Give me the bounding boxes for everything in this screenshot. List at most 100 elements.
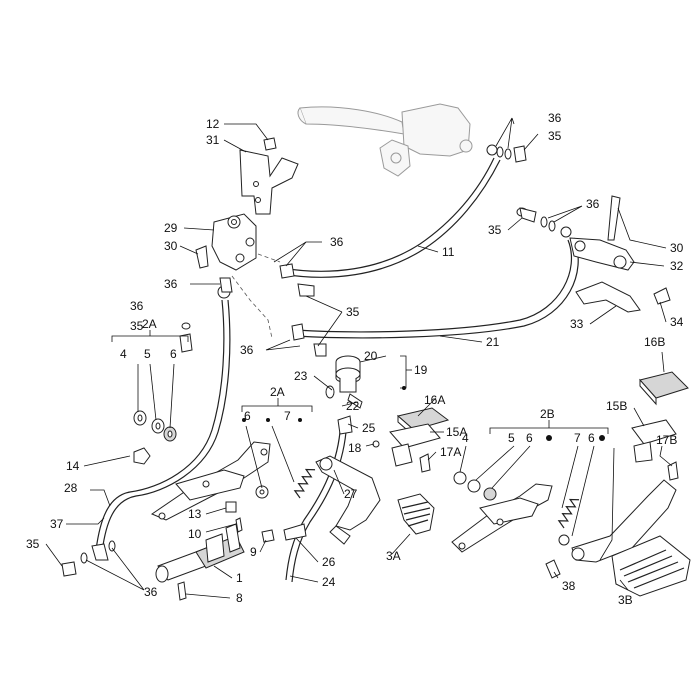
- group-bracket-19: [400, 355, 412, 390]
- banjo-bolt-35-left: [179, 333, 193, 353]
- callout-36-b: 36: [164, 277, 178, 291]
- callout-3B: 3B: [618, 593, 633, 607]
- distributor-valve-29: [195, 213, 257, 271]
- dot-7a: [266, 418, 270, 422]
- callout-labels: 12 31 29 30 36 36 35 36 35 11 36 35 35 3…: [26, 111, 684, 607]
- reservoir-20: [325, 355, 363, 409]
- bracket-31: [239, 137, 299, 215]
- callout-16A: 16A: [424, 393, 445, 407]
- pedal-rubber-3A: [397, 493, 435, 535]
- pad-15A: [389, 423, 441, 449]
- actuator-1: [155, 517, 275, 601]
- callout-36-a: 36: [330, 235, 344, 249]
- callout-4-left: 4: [120, 347, 127, 361]
- bolt-17B: [667, 461, 679, 481]
- top-right-fittings: [496, 145, 556, 232]
- callout-35-mid: 35: [346, 305, 360, 319]
- callout-10: 10: [188, 527, 202, 541]
- callout-36-bottom: 36: [144, 585, 158, 599]
- clamp-26: [283, 523, 307, 541]
- bracket-33: [575, 281, 641, 313]
- callout-5-right: 5: [508, 431, 515, 445]
- callout-35-left: 35: [130, 319, 144, 333]
- callout-23: 23: [294, 369, 308, 383]
- callout-26: 26: [322, 555, 336, 569]
- callout-5-left: 5: [144, 347, 151, 361]
- brake-pedal-3B: [571, 371, 691, 597]
- callout-6-left: 6: [170, 347, 177, 361]
- bolt-34: [653, 287, 671, 305]
- bolt-13: [225, 501, 237, 513]
- callout-9: 9: [250, 545, 257, 559]
- hose-24: [283, 415, 353, 583]
- clamp-25: [337, 415, 353, 435]
- callout-18: 18: [348, 441, 362, 455]
- callout-34: 34: [670, 315, 684, 329]
- bolt-30-left: [195, 245, 209, 269]
- callout-35-right: 35: [488, 223, 502, 237]
- callout-29: 29: [164, 221, 178, 235]
- nut-14: [133, 447, 151, 465]
- callout-30-left: 30: [164, 239, 178, 253]
- callout-37: 37: [50, 517, 64, 531]
- group-bracket-2A-left: [111, 330, 189, 342]
- callout-17B: 17B: [656, 433, 677, 447]
- callout-8: 8: [236, 591, 243, 605]
- callout-12: 12: [206, 117, 220, 131]
- bolt-17A: [419, 453, 431, 473]
- pin-10: [235, 517, 243, 533]
- callout-3A: 3A: [386, 549, 401, 563]
- callout-33: 33: [570, 317, 584, 331]
- callout-11: 11: [442, 245, 455, 259]
- callout-19: 19: [414, 363, 428, 377]
- callout-38: 38: [562, 579, 576, 593]
- callout-7-mid: 7: [284, 409, 291, 423]
- bolt-9: [261, 529, 275, 543]
- callout-20: 20: [364, 349, 378, 363]
- callout-16B: 16B: [644, 335, 665, 349]
- washers-2A-left: [133, 410, 177, 442]
- banjo-bolt-35-b: [313, 343, 327, 357]
- callout-6-right: 6: [526, 431, 533, 445]
- group-bracket-2B: [489, 420, 609, 441]
- banjo-bolt-35-bottom: [61, 561, 77, 577]
- callout-36-c: 36: [130, 299, 144, 313]
- bolt-30-right: [607, 195, 621, 241]
- banjo-bolt-35-a: [297, 283, 315, 297]
- brake-hose-11: [279, 144, 501, 279]
- pedal-pad-16A: [372, 407, 450, 473]
- callout-14: 14: [66, 459, 80, 473]
- callout-32: 32: [670, 259, 684, 273]
- callout-4-right: 4: [462, 431, 469, 445]
- callout-17A: 17A: [440, 445, 461, 459]
- callout-2A-mid: 2A: [270, 385, 285, 399]
- brake-hose-28: [91, 277, 233, 561]
- bolt-38: [545, 559, 561, 579]
- bolt-8: [177, 581, 187, 601]
- callout-15A: 15A: [446, 425, 467, 439]
- pad-15B: [631, 419, 677, 445]
- clip-22: [347, 393, 363, 409]
- brake-pedal-27: [315, 455, 381, 545]
- callout-6-right-b: 6: [588, 431, 595, 445]
- callout-2B: 2B: [540, 407, 555, 421]
- callout-36-right: 36: [586, 197, 600, 211]
- callout-15B: 15B: [606, 399, 627, 413]
- callout-2A-left: 2A: [142, 317, 157, 331]
- callout-35-top: 35: [548, 129, 562, 143]
- handlebar-lever-ghost: [297, 103, 473, 177]
- group-bracket-2A-mid: [241, 398, 313, 412]
- dot-2A-end: [298, 418, 302, 422]
- callout-35-bottom: 35: [26, 537, 40, 551]
- leader-lines: [45, 117, 673, 599]
- brake-hose-21: [291, 226, 579, 341]
- callout-22: 22: [346, 399, 360, 413]
- clip-23: [325, 385, 335, 399]
- dot-6b: [242, 418, 246, 422]
- callout-36-mid: 36: [240, 343, 254, 357]
- master-cylinder-32: [569, 195, 671, 313]
- callout-30-right: 30: [670, 241, 684, 255]
- callout-24: 24: [322, 575, 336, 589]
